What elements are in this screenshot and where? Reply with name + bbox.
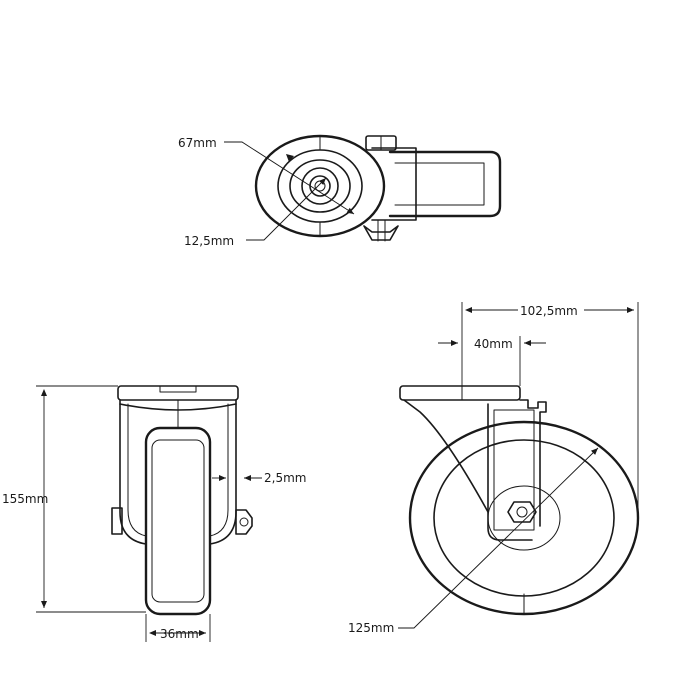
flange-diameter-leader <box>224 141 355 215</box>
front-view-bolt-top <box>159 385 197 393</box>
top-view-fork <box>371 147 417 221</box>
front-view-fork-left <box>119 399 147 545</box>
side-view: 102,5mm 40mm 125mm <box>348 302 640 635</box>
front-view-fork-right <box>209 399 237 545</box>
top-view-wheel-inner <box>394 162 485 206</box>
top-view-bolt-hole <box>309 175 331 197</box>
side-view-fork-curve <box>403 399 489 513</box>
offset-label: 40mm <box>474 337 513 351</box>
wheel-diameter-label: 125mm <box>348 621 394 635</box>
top-view-disc-ring-inner <box>289 159 351 213</box>
side-view-wheel-rim <box>433 439 615 597</box>
bolt-hole-leader <box>246 177 327 241</box>
side-view-fork-right <box>519 399 547 527</box>
bolt-hole-label: 12,5mm <box>184 234 234 248</box>
top-view-mounting-disc <box>254 134 386 238</box>
height-label: 155mm <box>2 492 48 506</box>
front-view-top-plate <box>117 385 239 401</box>
top-view-wheel-outline <box>388 150 502 218</box>
top-view-nut <box>363 225 399 241</box>
front-view-wheel-hub <box>151 439 205 603</box>
flange-diameter-label: 67mm <box>178 136 217 150</box>
front-view-nut <box>235 509 253 535</box>
front-view-wheel <box>144 426 212 616</box>
overall-length-label: 102,5mm <box>520 304 578 318</box>
top-view: 67mm 12,5mm <box>178 134 502 248</box>
side-view-axle-nut <box>507 501 537 523</box>
front-view-bolt-head <box>111 507 123 535</box>
front-view: 155mm 2,5mm 36mm <box>2 385 306 642</box>
side-view-fork-left <box>487 403 533 541</box>
plate-thickness-label: 2,5mm <box>264 471 306 485</box>
wheel-width-label: 36mm <box>160 627 199 641</box>
wheel-diameter-leader <box>398 447 599 629</box>
side-view-top-plate <box>399 385 521 401</box>
side-view-wheel-tread <box>408 420 640 616</box>
top-view-hub <box>301 167 339 205</box>
